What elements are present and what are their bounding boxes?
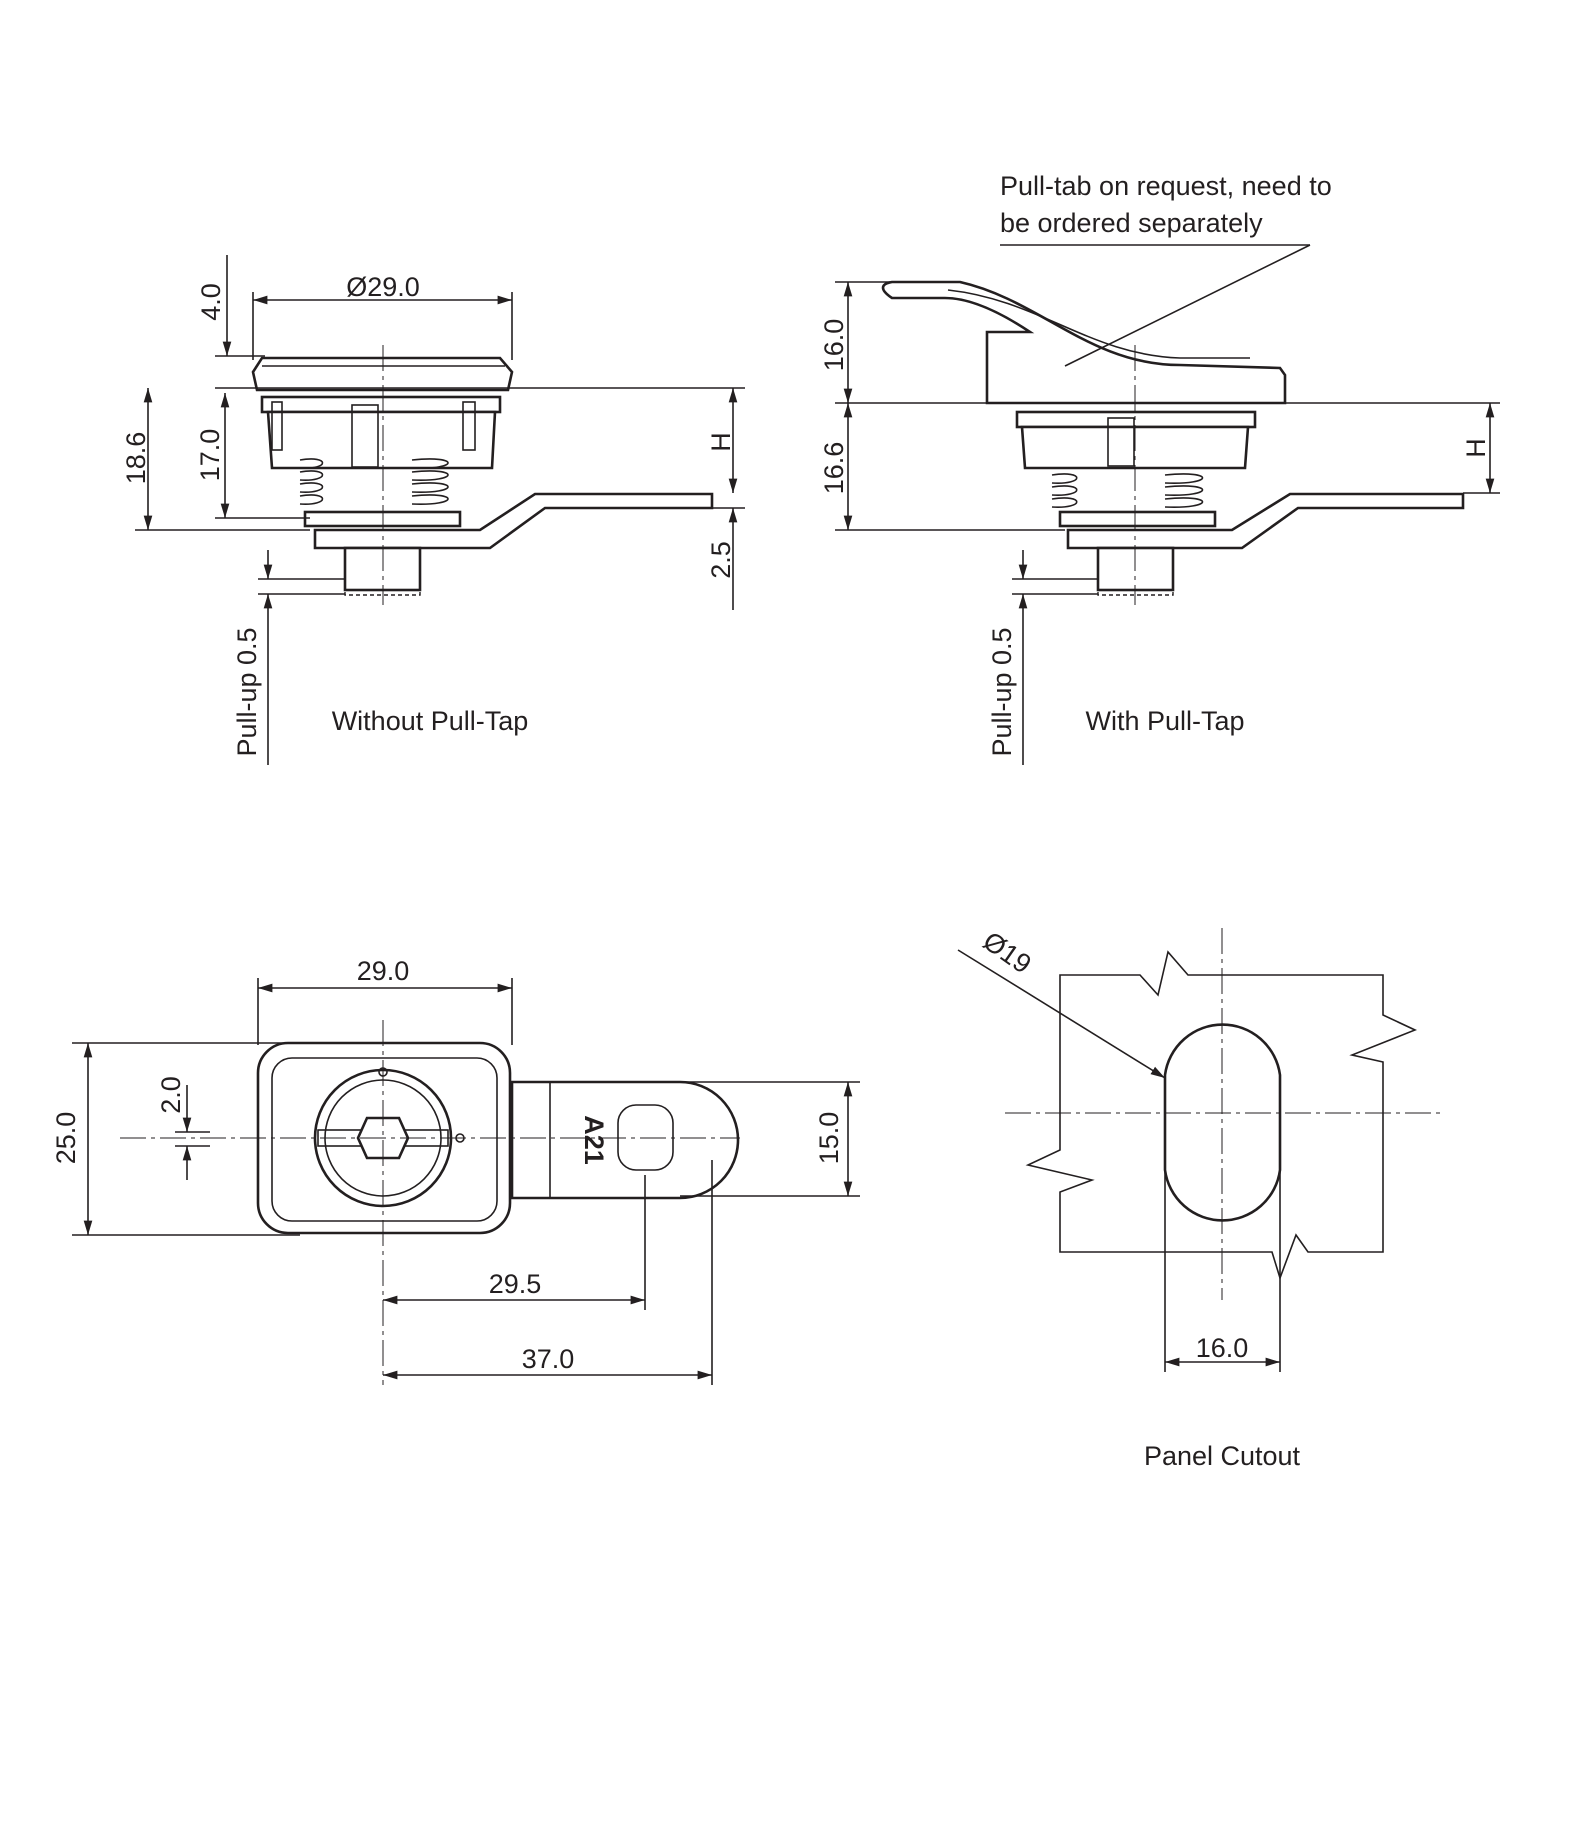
overall-height-label: 18.6 — [121, 432, 151, 485]
diameter-label: Ø29.0 — [346, 272, 420, 302]
cam-width-label: 15.0 — [814, 1112, 844, 1165]
offset-label: 2.0 — [156, 1076, 186, 1114]
flat-width-label: 16.0 — [1196, 1333, 1249, 1363]
caption-with-pull-tab: With Pull-Tap — [1085, 706, 1244, 736]
pullup-label: Pull-up 0.5 — [987, 627, 1017, 756]
cam-thickness-label: 2.5 — [706, 541, 736, 579]
body-height-label: 17.0 — [195, 429, 225, 482]
note-line-2: be ordered separately — [1000, 208, 1263, 238]
cam-length-label: 37.0 — [522, 1344, 575, 1374]
width-label: 29.0 — [357, 956, 410, 986]
side-view-without-pull-tab: Ø29.0 4.0 18.6 17.0 H 2.5 Pull-up 0.5 Wi… — [121, 255, 745, 765]
diameter-leader — [957, 949, 1166, 1079]
side-view-with-pull-tab: Pull-tab on request, need to be ordered … — [819, 171, 1500, 765]
note-leader — [1064, 244, 1311, 367]
height-label: 25.0 — [51, 1112, 81, 1165]
h-label: H — [1461, 438, 1491, 458]
diameter-label: Ø19 — [978, 926, 1037, 980]
caption-panel-cutout: Panel Cutout — [1144, 1441, 1301, 1471]
spring-right — [411, 458, 449, 505]
marking-label: A21 — [579, 1115, 609, 1165]
panel-cutout-view: Ø19 16.0 Panel Cutout — [957, 926, 1440, 1471]
pull-tab — [881, 280, 1287, 405]
h-label: H — [706, 432, 736, 452]
pullup-label: Pull-up 0.5 — [232, 627, 262, 756]
note-line-1: Pull-tab on request, need to — [1000, 171, 1332, 201]
caption-without-pull-tab: Without Pull-Tap — [332, 706, 529, 736]
lock-body — [1015, 410, 1465, 596]
panel-outline — [1025, 950, 1418, 1281]
top-view: A21 29.0 25.0 2.0 15.0 29.5 37.0 — [51, 956, 860, 1385]
hole-distance-label: 29.5 — [489, 1269, 542, 1299]
top-height-label: 4.0 — [196, 283, 226, 321]
tab-height-label: 16.0 — [819, 319, 849, 372]
lock-body — [251, 356, 714, 596]
body-height-label: 16.6 — [819, 442, 849, 495]
cam-plate — [510, 1080, 740, 1200]
spring-left — [299, 458, 324, 505]
